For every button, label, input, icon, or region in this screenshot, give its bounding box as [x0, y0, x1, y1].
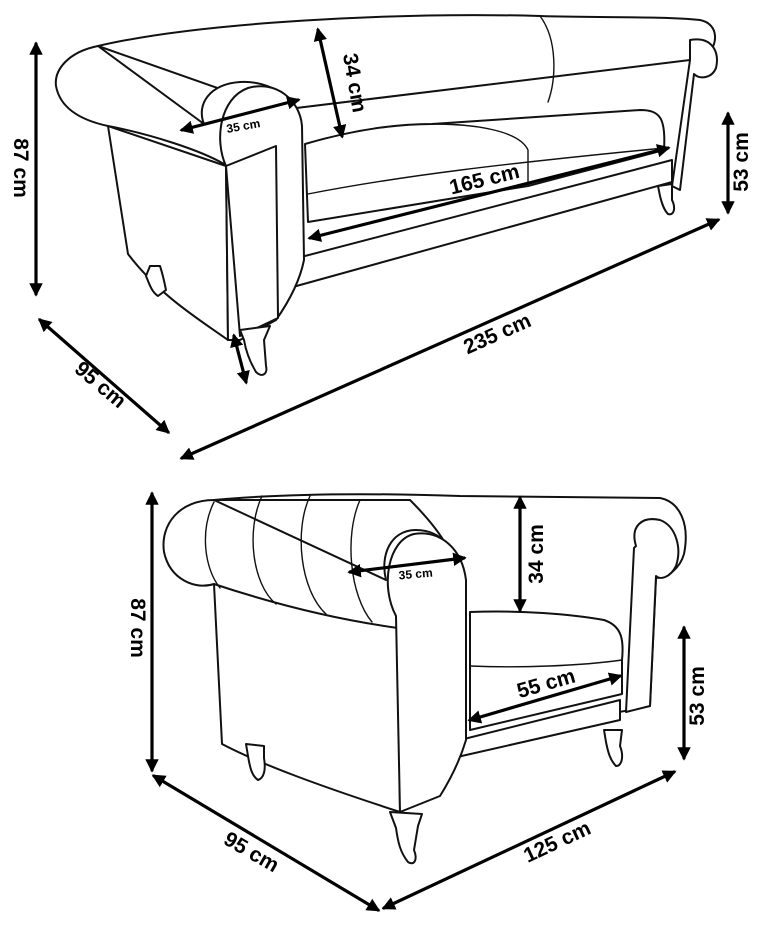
sofa-back-height-line	[313, 27, 347, 139]
armchair-armrest-label: 35 cm	[398, 566, 433, 583]
armchair-depth-line	[151, 774, 381, 912]
sofa-dimensions: 87 cm 34 cm 35 cm 165 cm 53 cm 95 cm 235…	[9, 27, 753, 460]
armchair-height-label: 87 cm	[126, 598, 149, 658]
armchair-width-line	[381, 770, 677, 910]
armchair-width-label: 125 cm	[520, 817, 594, 868]
armchair-armrest-line	[347, 552, 467, 578]
armchair-seat-height-label: 53 cm	[686, 666, 709, 726]
sofa-armrest-label: 35 cm	[225, 116, 261, 136]
sofa-width-line	[179, 218, 721, 460]
sofa-depth-label: 95 cm	[70, 357, 130, 413]
sofa-height-label: 87 cm	[9, 138, 32, 198]
sofa-seat-height-label: 53 cm	[730, 132, 753, 192]
sofa-armrest-line	[179, 96, 301, 134]
sofa-depth-line	[37, 318, 171, 434]
armchair-back-height-label: 34 cm	[525, 524, 548, 584]
sofa-drawing	[54, 14, 718, 376]
armchair-seat-width-line	[467, 672, 623, 724]
